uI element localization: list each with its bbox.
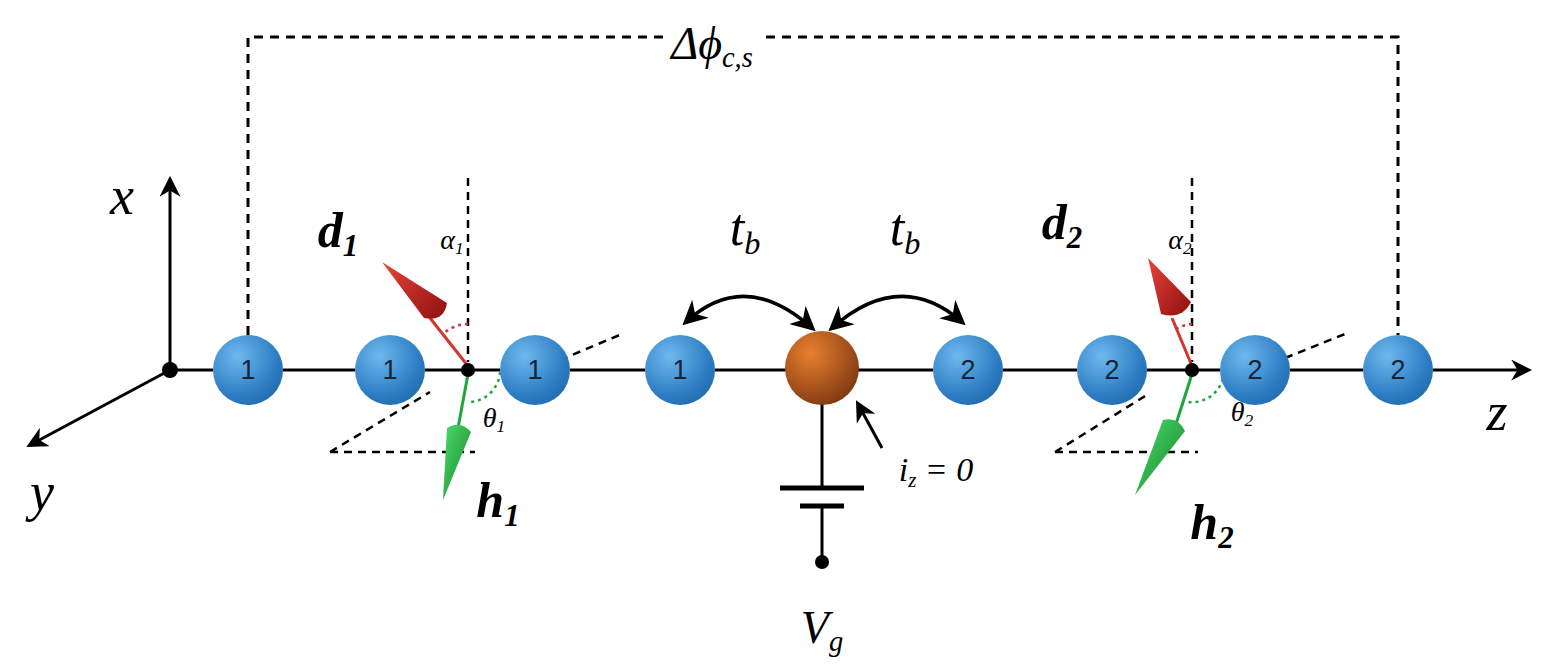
site-number: 2: [1247, 357, 1262, 384]
site-number: 1: [527, 357, 542, 384]
math-label: α1: [440, 226, 463, 254]
gate-wire: [821, 400, 824, 488]
math-label: h1: [476, 475, 519, 525]
vector-d-arrow: [382, 262, 447, 319]
plane-outline: [330, 334, 622, 452]
vector-stem: [458, 374, 468, 428]
site-circle: 2: [1363, 335, 1433, 405]
central-site: [785, 331, 859, 405]
angle-arc: [444, 324, 468, 333]
site-circle: 1: [500, 335, 570, 405]
pointer-arrow: [858, 404, 882, 448]
math-label: tb: [730, 202, 761, 254]
angle-arc: [1174, 324, 1192, 330]
vector-stem: [1172, 318, 1192, 366]
vector-h-arrow: [443, 425, 471, 500]
connector: [283, 369, 355, 372]
plane-outline: [1055, 334, 1345, 452]
math-label: α2: [1168, 226, 1191, 254]
math-label: y: [30, 465, 54, 519]
connector: [425, 369, 500, 372]
vector-stem: [430, 318, 468, 366]
site-circle: 2: [1077, 335, 1147, 405]
math-label: x: [110, 169, 134, 223]
gate-wire: [821, 506, 824, 560]
math-label: d1: [318, 205, 359, 255]
math-label: d2: [1042, 197, 1083, 247]
site-number: 2: [1104, 357, 1119, 384]
angle-arc: [470, 372, 500, 402]
vertical-guide: [467, 178, 470, 362]
hopping-arrow: [832, 296, 962, 328]
capacitor-plate: [780, 486, 864, 491]
vector-d-arrow: [1148, 258, 1191, 316]
site-circle: 1: [355, 335, 425, 405]
math-label: z: [1486, 385, 1507, 439]
x-axis: [169, 180, 172, 370]
site-circle: 2: [933, 335, 1003, 405]
math-label: h2: [1190, 497, 1233, 547]
math-label: Vg: [801, 605, 843, 651]
site-circle: 1: [645, 335, 715, 405]
connector: [570, 369, 645, 372]
y-axis: [30, 370, 170, 445]
hopping-arrow: [686, 296, 812, 328]
site-number: 2: [1390, 357, 1405, 384]
site-number: 1: [240, 357, 255, 384]
connector: [1147, 369, 1220, 372]
site-circle: 2: [1220, 335, 1290, 405]
origin-dot: [162, 362, 178, 378]
vector-h-arrow: [1135, 419, 1185, 495]
site-number: 1: [672, 357, 687, 384]
site-circle: 1: [213, 335, 283, 405]
math-label: tb: [890, 202, 921, 254]
site-number: 1: [382, 357, 397, 384]
site-number: 2: [960, 357, 975, 384]
z-axis: [1433, 369, 1528, 372]
connector: [1003, 369, 1077, 372]
edge-label: Δϕc,s: [665, 21, 759, 67]
math-label: θ1: [483, 404, 505, 432]
connector: [1290, 369, 1363, 372]
terminal-dot: [815, 555, 829, 569]
vector-stem: [1176, 374, 1192, 424]
math-label: iz = 0: [899, 453, 974, 487]
vertical-guide: [1191, 178, 1194, 362]
math-label: θ2: [1231, 398, 1253, 426]
connector: [248, 37, 1398, 335]
